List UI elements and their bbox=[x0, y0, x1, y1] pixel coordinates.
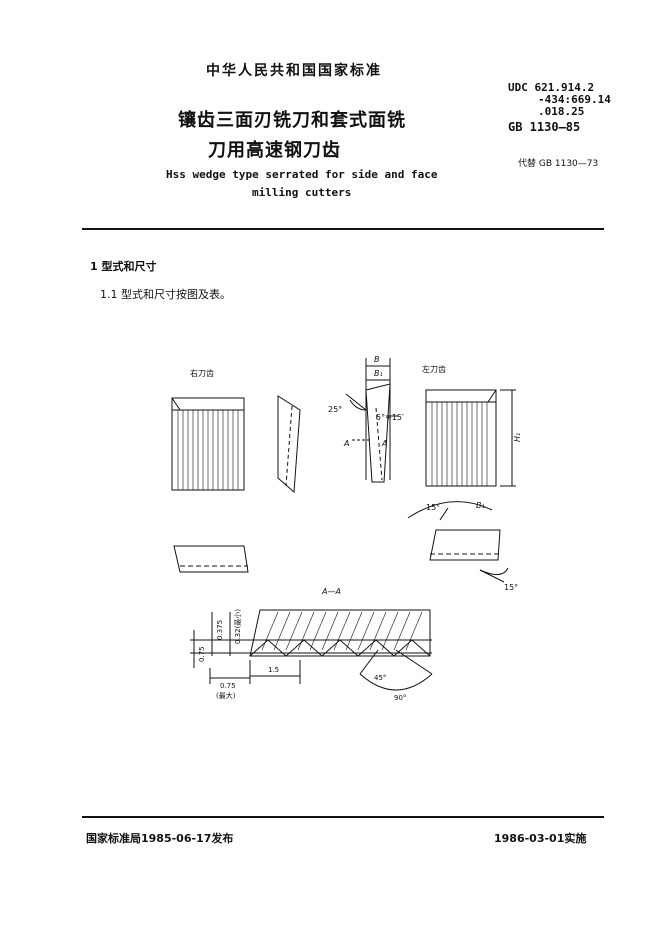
udc-line2: -434:669.14 bbox=[538, 93, 611, 106]
bottom-rule bbox=[82, 816, 604, 818]
angle-45-label: 45° bbox=[374, 674, 386, 682]
technical-drawing: 右刀齿 左刀齿 B B₁ 25° 5°+15′ A A H₁ 15° B₁ 15… bbox=[171, 355, 522, 702]
left-tooth-front-view bbox=[425, 389, 516, 487]
dim-032-min: 0.32(最小) bbox=[233, 609, 242, 644]
right-tooth-front-view bbox=[171, 397, 245, 491]
title-cn-line1: 镶齿三面刃铣刀和套式面铣 bbox=[178, 110, 406, 131]
section-a-a-label: A—A bbox=[321, 587, 341, 596]
title-cn-line2: 刀用高速钢刀齿 bbox=[208, 140, 341, 161]
section-mark-a-right: A bbox=[381, 439, 387, 448]
title-en-line1: Hss wedge type serrated for side and fac… bbox=[166, 168, 438, 181]
angle-15-top-label: 15° bbox=[426, 503, 440, 512]
dim-B1-side-label: B₁ bbox=[476, 501, 485, 510]
dim-0375: 0.375 bbox=[216, 620, 224, 640]
right-tooth-bottom-view bbox=[173, 545, 249, 573]
right-tooth-label: 右刀齿 bbox=[190, 368, 214, 378]
dim-max-label: (最大) bbox=[216, 691, 236, 700]
issued-date: 国家标准局1985-06-17发布 bbox=[86, 832, 234, 845]
center-side-profile bbox=[345, 358, 398, 483]
dim-075-horizontal: 0.75 bbox=[220, 682, 236, 690]
angle-25-label: 25° bbox=[328, 405, 342, 414]
section-1-1-text: 1.1 型式和尺寸按图及表。 bbox=[100, 288, 231, 301]
section-mark-a-left: A bbox=[343, 439, 349, 448]
dim-075-vertical: 0.75 bbox=[198, 646, 206, 662]
dim-15: 1.5 bbox=[268, 666, 279, 674]
dim-B1-top-label: B₁ bbox=[374, 369, 383, 378]
udc-code: UDC 621.914.2 -434:669.14 .018.25 bbox=[508, 82, 611, 118]
title-en-line2: milling cutters bbox=[252, 186, 352, 199]
gb-code: GB 1130—85 bbox=[508, 120, 581, 134]
angle-90-label: 90° bbox=[394, 694, 406, 702]
effective-date: 1986-03-01实施 bbox=[494, 832, 587, 845]
angle-15-bottom-label: 15° bbox=[504, 583, 518, 592]
section-1-heading: 1 型式和尺寸 bbox=[90, 260, 157, 273]
left-tooth-bottom-view bbox=[407, 501, 509, 583]
angle-5-label: 5°+15′ bbox=[376, 413, 404, 422]
left-tooth-label: 左刀齿 bbox=[422, 364, 446, 374]
dim-B-label: B bbox=[374, 355, 380, 364]
udc-line1: UDC 621.914.2 bbox=[508, 81, 595, 94]
udc-line3: .018.25 bbox=[538, 105, 585, 118]
section-a-a bbox=[190, 609, 433, 691]
dim-H1-label: H₁ bbox=[513, 433, 522, 442]
top-rule bbox=[82, 228, 604, 230]
replaces-standard: 代替 GB 1130—73 bbox=[518, 159, 599, 169]
standard-category: 中华人民共和国国家标准 bbox=[206, 63, 382, 79]
right-tooth-side-view bbox=[277, 395, 301, 494]
